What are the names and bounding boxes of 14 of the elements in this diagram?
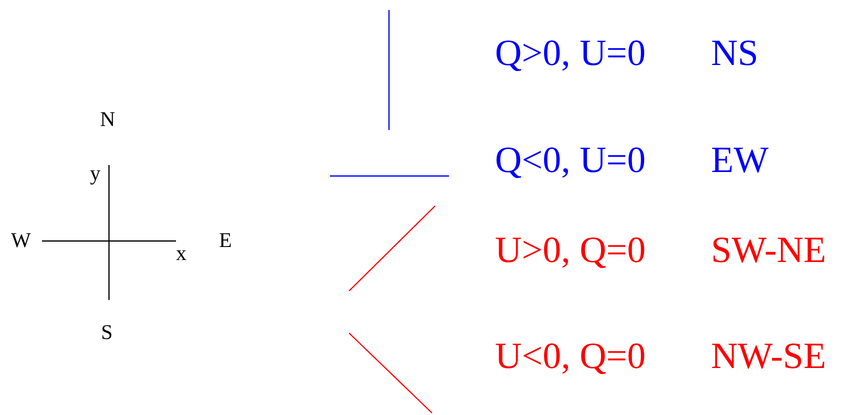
orientation-label: EW xyxy=(711,142,769,179)
stokes-condition: Q<0, U=0 xyxy=(495,142,646,179)
stokes-condition: U>0, Q=0 xyxy=(495,232,646,269)
compass-label: W xyxy=(11,230,31,251)
orientation-label: NS xyxy=(711,35,758,72)
orientation-label: NW-SE xyxy=(711,338,826,375)
axis-label: x xyxy=(176,243,186,264)
compass-label: S xyxy=(101,322,113,343)
compass-label: N xyxy=(100,109,116,130)
orientation-label: SW-NE xyxy=(711,232,826,269)
axis-label: y xyxy=(90,163,100,184)
stokes-condition: U<0, Q=0 xyxy=(495,338,646,375)
stokes-condition: Q>0, U=0 xyxy=(495,35,646,72)
compass-label: E xyxy=(219,230,232,251)
